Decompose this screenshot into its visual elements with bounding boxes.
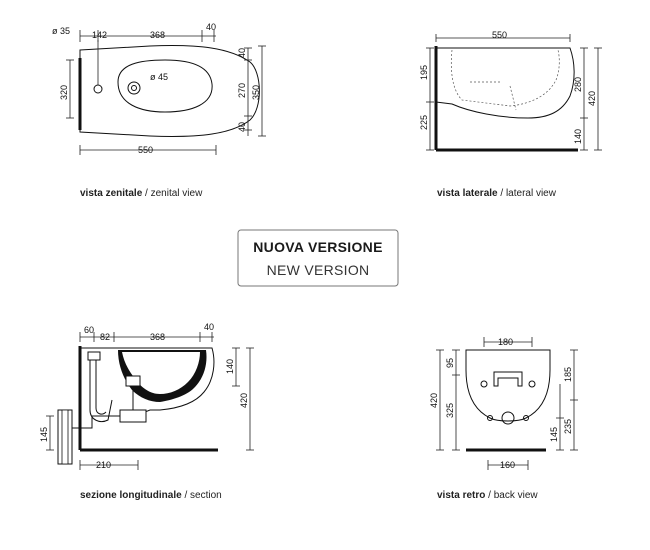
dim-280: 280 [573, 77, 583, 92]
drain-hole [501, 411, 515, 425]
dim-270: 270 [237, 83, 247, 98]
dim-82: 82 [100, 332, 110, 342]
supply-hose [89, 360, 113, 423]
dim-60: 60 [84, 325, 94, 335]
dim-40-a: 40 [237, 48, 247, 58]
dim-140: 140 [573, 129, 583, 144]
dim-368: 368 [150, 332, 165, 342]
dim-drain-diameter: ø 45 [150, 72, 168, 82]
basin-outline [117, 59, 213, 113]
lateral-view: 550 195 225 280 420 140 vista laterale /… [419, 30, 602, 199]
drain-inner [131, 85, 137, 91]
dim-420: 420 [239, 393, 249, 408]
fixing-hole-right [528, 380, 536, 388]
dim-420: 420 [587, 91, 597, 106]
dim-325: 325 [445, 403, 455, 418]
dim-40-b: 40 [237, 122, 247, 132]
back-view: 180 420 95 325 185 145 235 160 vista ret… [429, 337, 578, 501]
bolt-hole-right [523, 415, 529, 421]
waste-pipe [70, 415, 120, 429]
caption-zenital: vista zenitale / zenital view [80, 188, 203, 199]
dim-368: 368 [150, 30, 165, 40]
dim-225: 225 [419, 115, 429, 130]
badge-frame [237, 229, 399, 287]
dim-550: 550 [138, 145, 153, 155]
fixing-hole-left [480, 380, 488, 388]
tap-hole [93, 84, 103, 94]
dim-40-top: 40 [206, 22, 216, 32]
dim-hole-diameter: ø 35 [52, 26, 70, 36]
caption-back: vista retro / back view [437, 490, 538, 501]
dim-40: 40 [204, 322, 214, 332]
siphon [119, 409, 147, 423]
caption-section: sezione longitudinale / section [80, 490, 222, 501]
drain-fitting [125, 375, 141, 387]
drain-outer [127, 81, 141, 95]
dim-195: 195 [419, 65, 429, 80]
bolt-hole-left [487, 415, 493, 421]
dim-550: 550 [492, 30, 507, 40]
dim-160: 160 [500, 460, 515, 470]
dim-95: 95 [445, 358, 455, 368]
zenital-view: ø 35 142 368 40 320 ø 45 40 270 350 40 5… [52, 22, 266, 199]
dim-320: 320 [59, 85, 69, 100]
section-view: 60 82 368 40 140 420 145 210 sezione lon… [39, 322, 254, 501]
badge-line-2: NEW VERSION [267, 262, 370, 278]
badge-line-1: NUOVA VERSIONE [253, 239, 382, 255]
dim-350: 350 [251, 85, 261, 100]
dim-145: 145 [39, 427, 49, 442]
dim-145: 145 [549, 427, 559, 442]
bidet-side-outline [435, 47, 575, 119]
bidet-back-outline [465, 349, 551, 422]
dim-185: 185 [563, 367, 573, 382]
bowl-section-outline [80, 347, 215, 415]
new-version-badge: NUOVA VERSIONE NEW VERSION [237, 229, 399, 287]
tap-fitting [87, 351, 101, 361]
dim-142: 142 [92, 30, 107, 40]
dim-210: 210 [96, 460, 111, 470]
inner-contour [450, 49, 560, 107]
dim-180: 180 [498, 337, 513, 347]
fixing-bracket-slot [493, 371, 523, 387]
caption-lateral: vista laterale / lateral view [437, 188, 557, 199]
dim-140: 140 [225, 359, 235, 374]
dim-235: 235 [563, 419, 573, 434]
dim-420: 420 [429, 393, 439, 408]
bidet-top-outline [79, 45, 260, 137]
